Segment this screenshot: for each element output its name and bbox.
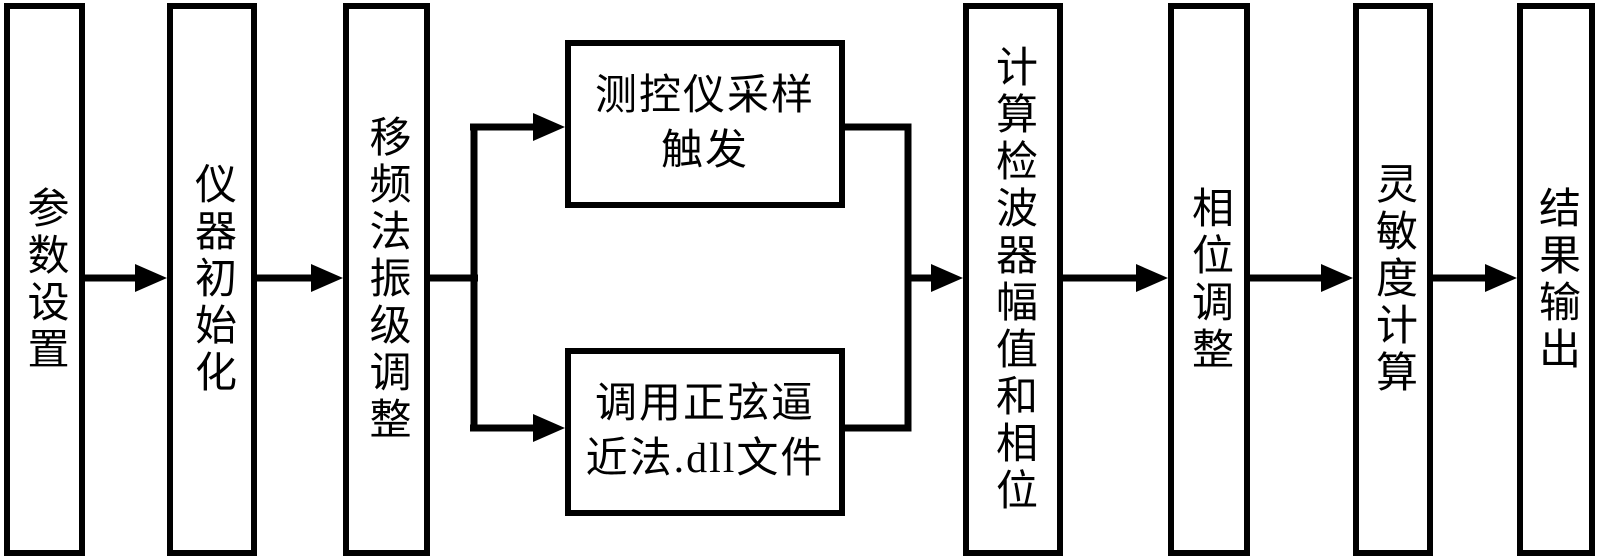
node-result-output: 结果输出	[1517, 3, 1595, 556]
edge-init-to-freqshift	[257, 264, 343, 292]
arrowhead-icon	[533, 113, 565, 141]
arrowhead-icon	[135, 264, 167, 292]
node-phase-adjust: 相位调整	[1168, 3, 1250, 556]
node-label: 移频法振级调整	[363, 115, 409, 444]
node-sensitivity-calc: 灵敏度计算	[1353, 3, 1433, 556]
arrowhead-icon	[1136, 264, 1168, 292]
node-label-line1: 测控仪采样	[594, 72, 815, 119]
node-label-line2: 近法.dll文件	[585, 436, 825, 482]
node-freq-shift-adjust: 移频法振级调整	[343, 3, 430, 556]
edge-join-to-detector	[904, 123, 963, 432]
arrowhead-icon	[533, 414, 565, 442]
arrowhead-icon	[931, 264, 963, 292]
edge-split-to-dll	[470, 414, 565, 442]
node-dll-call: 调用正弦逼 近法.dll文件	[565, 348, 845, 516]
edge-phase-to-sensitivity	[1250, 264, 1353, 292]
node-label: 灵敏度计算	[1369, 162, 1416, 397]
node-label: 仪器初始化	[188, 162, 235, 397]
node-label: 参数设置	[21, 185, 67, 374]
edge-param-to-init	[85, 264, 167, 292]
node-detector-calc: 计算检波器幅值和相位	[963, 3, 1063, 556]
edge-split-stub	[430, 123, 478, 432]
edge-split-to-trigger	[470, 113, 565, 141]
arrowhead-icon	[1485, 264, 1517, 292]
edge-sensitivity-to-result	[1433, 264, 1517, 292]
node-label: 结果输出	[1532, 185, 1579, 374]
arrowhead-icon	[311, 264, 343, 292]
node-sampling-trigger: 测控仪采样 触发	[565, 40, 845, 208]
node-label: 相位调整	[1185, 185, 1232, 374]
node-label: 计算检波器幅值和相位	[989, 44, 1036, 515]
node-instrument-init: 仪器初始化	[167, 3, 257, 556]
node-label-line1: 调用正弦逼	[594, 380, 815, 427]
edge-detector-to-phase	[1063, 264, 1168, 292]
node-label-line2: 触发	[660, 128, 749, 174]
arrowhead-icon	[1321, 264, 1353, 292]
node-param-settings: 参数设置	[4, 3, 85, 556]
